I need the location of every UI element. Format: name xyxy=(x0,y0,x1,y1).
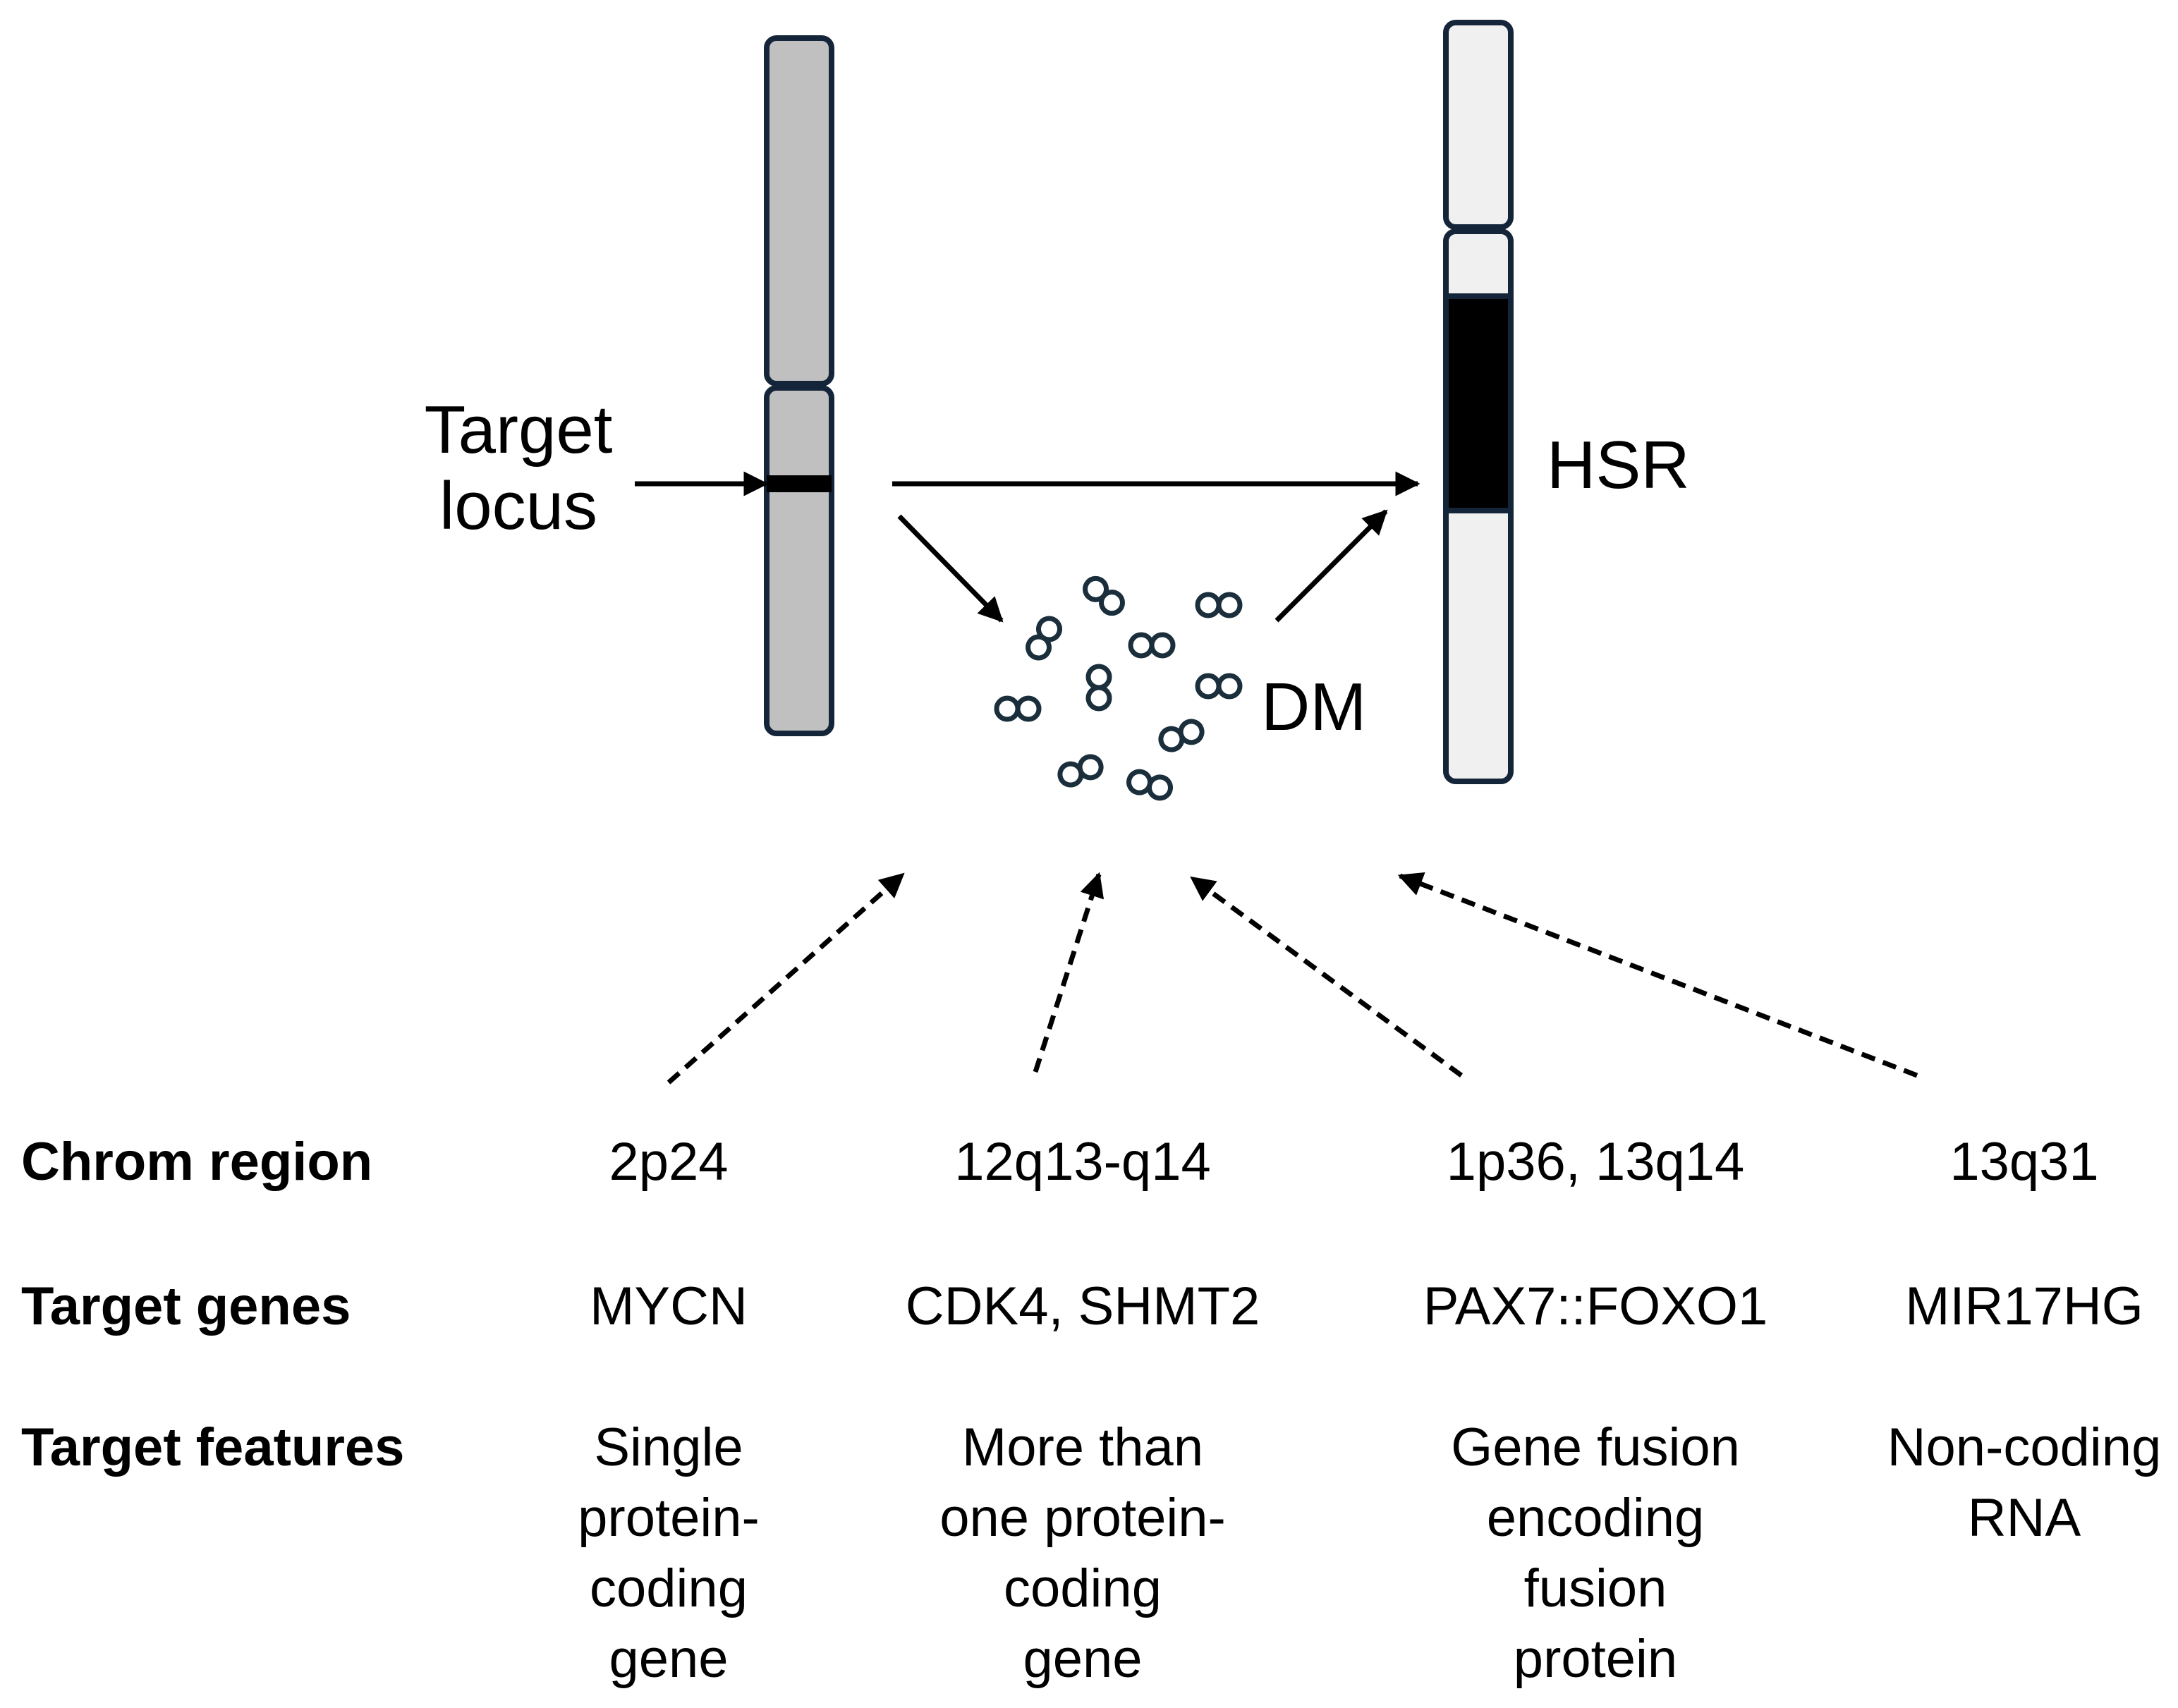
column-3-arrow xyxy=(1190,876,1464,1078)
region-cell: 1p36, 13q14 xyxy=(1446,1132,1745,1192)
features-cell: More than one protein- coding gene xyxy=(939,1417,1226,1689)
genes-cell: MIR17HG xyxy=(1905,1276,2143,1336)
double-minute xyxy=(1195,592,1243,618)
double-minutes xyxy=(994,575,1243,801)
column-4-arrow xyxy=(1397,872,1918,1078)
to-dm-arrow xyxy=(897,514,1004,623)
dm-label: DM xyxy=(1261,669,1367,745)
source-chromosome-q-arm xyxy=(764,385,834,736)
region-cell: 2p24 xyxy=(609,1132,729,1192)
genes-cell: PAX7::FOXO1 xyxy=(1423,1276,1768,1336)
hsr-label: HSR xyxy=(1547,427,1690,503)
double-minute xyxy=(1128,632,1176,659)
double-minute xyxy=(994,695,1042,722)
source-chromosome xyxy=(764,35,834,736)
features-cell: Non-coding RNA xyxy=(1887,1417,2162,1548)
target-locus-label: Target locus xyxy=(424,392,613,544)
features-cell: Single protein- coding gene xyxy=(578,1417,760,1689)
source-chromosome-p-arm xyxy=(764,35,834,386)
region-cell: 13q31 xyxy=(1949,1132,2099,1192)
double-minute xyxy=(1057,754,1104,788)
double-minute xyxy=(1085,664,1112,712)
double-minute xyxy=(1195,673,1243,700)
column-1-arrow xyxy=(667,872,905,1085)
row-header-target-features: Target features xyxy=(21,1417,405,1477)
double-minute xyxy=(1026,616,1062,661)
hsr-band xyxy=(1443,293,1514,513)
hsr-chromosome-p-arm xyxy=(1443,20,1514,230)
hsr-chromosome xyxy=(1443,20,1514,784)
column-2-arrow xyxy=(1033,872,1105,1073)
row-header-target-genes: Target genes xyxy=(21,1276,351,1336)
double-minute xyxy=(1158,719,1205,752)
genes-cell: MYCN xyxy=(590,1276,748,1336)
features-cell: Gene fusion encoding fusion protein xyxy=(1451,1417,1740,1689)
double-minute xyxy=(1083,575,1125,616)
dm-to-hsr-arrow xyxy=(1274,509,1388,623)
column-arrows xyxy=(667,872,1918,1085)
target-locus-band xyxy=(767,475,832,492)
region-cell: 12q13-q14 xyxy=(954,1132,1211,1192)
row-header-chrom-region: Chrom region xyxy=(21,1132,373,1192)
genes-cell: CDK4, SHMT2 xyxy=(905,1276,1260,1336)
double-minute xyxy=(1126,769,1173,801)
